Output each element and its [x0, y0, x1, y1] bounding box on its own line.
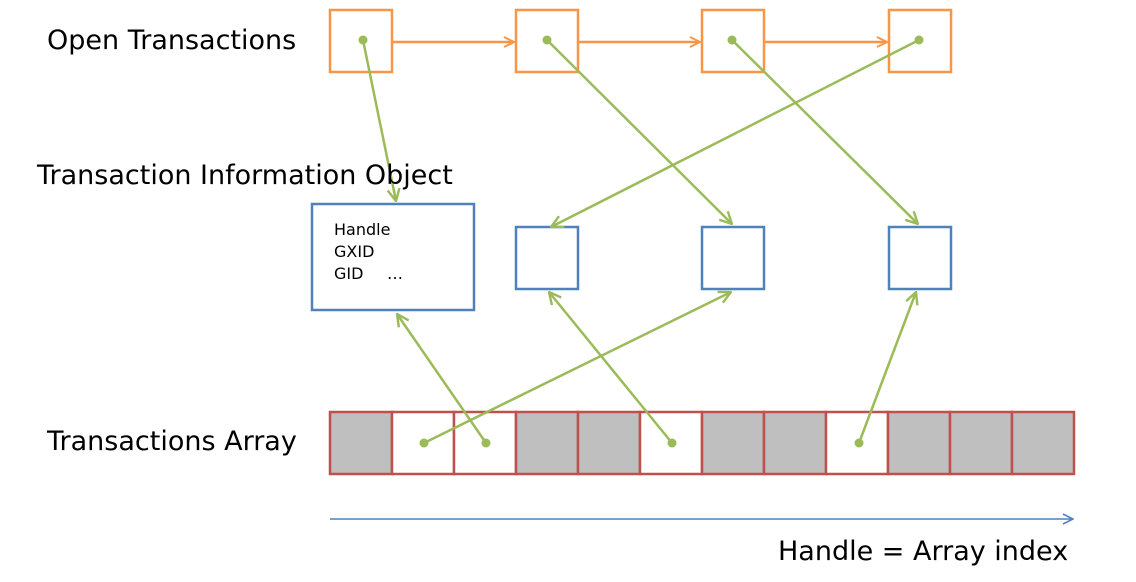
- info-object: [887, 225, 953, 291]
- info-field-gxid: GXID: [334, 242, 375, 261]
- array-cell-used: [700, 410, 766, 476]
- array-to-object-pointers: [397, 292, 916, 448]
- pointer-arrow: [397, 314, 488, 444]
- pointer-origin-dot: [481, 438, 491, 448]
- list-to-object-pointers: [358, 35, 924, 228]
- info-field-handle: Handle: [334, 220, 391, 239]
- info-object: [514, 225, 580, 291]
- array-cell-used: [948, 410, 1014, 476]
- info-field-ellipsis: …: [387, 264, 403, 283]
- pointer-origin-dot: [667, 438, 677, 448]
- open-transactions-list: [328, 8, 953, 74]
- open-transaction-node: [887, 8, 953, 74]
- array-cell-used: [1010, 410, 1076, 476]
- pointer-origin-dot: [727, 35, 737, 45]
- info-object: [700, 225, 766, 291]
- pointer-origin-dot: [542, 35, 552, 45]
- array-cell-used: [514, 410, 580, 476]
- transaction-information-object-label: Transaction Information Object: [37, 160, 453, 191]
- pointer-arrow: [551, 38, 920, 227]
- handle-array-index-label: Handle = Array index: [778, 536, 1069, 567]
- transactions-array-label: Transactions Array: [47, 426, 297, 457]
- pointer-origin-dot: [914, 35, 924, 45]
- info-object-detail: [310, 202, 476, 312]
- pointer-origin-dot: [419, 438, 429, 448]
- array-cell-free: [390, 410, 456, 476]
- array-cell-used: [886, 410, 952, 476]
- pointer-origin-dot: [358, 35, 368, 45]
- array-cell-used: [762, 410, 828, 476]
- transactions-array: [328, 410, 1076, 476]
- open-transactions-label: Open Transactions: [47, 25, 297, 56]
- array-cell-used: [328, 410, 394, 476]
- transaction-information-objects: [310, 202, 953, 312]
- pointer-arrow: [361, 39, 396, 201]
- pointer-arrow: [549, 292, 673, 444]
- pointer-arrow: [423, 292, 731, 445]
- pointer-arrow: [857, 292, 916, 444]
- pointer-origin-dot: [854, 438, 864, 448]
- pointer-arrow: [546, 39, 732, 224]
- info-field-gid: GID: [334, 264, 364, 283]
- array-cell-used: [576, 410, 642, 476]
- pointer-arrow: [731, 39, 918, 224]
